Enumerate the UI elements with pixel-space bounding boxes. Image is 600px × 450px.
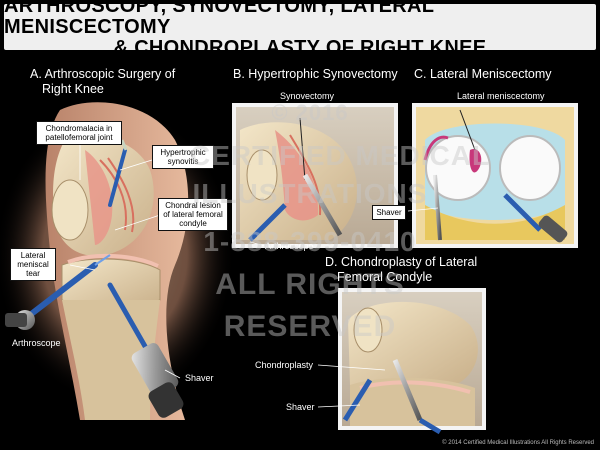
section-a-heading: A. Arthroscopic Surgery of Right Knee	[30, 67, 175, 97]
synovectomy-label: Synovectomy	[280, 91, 335, 101]
panel-d	[338, 288, 486, 435]
watermark-line1: © 2016	[271, 100, 349, 125]
section-d-line1: D. Chondroplasty of Lateral	[325, 255, 478, 269]
probe-a	[108, 139, 128, 207]
leader-lines	[69, 145, 439, 408]
chondroplasty-label: Chondroplasty	[255, 360, 314, 370]
section-d-line2: Femoral Condyle	[337, 270, 433, 284]
title-bar: ARTHROSCOPY, SYNOVECTOMY, LATERAL MENISC…	[4, 0, 596, 58]
arthroscope-a-label: Arthroscope	[12, 338, 61, 348]
title-line-2: & CHONDROPLASTY OF RIGHT KNEE	[113, 36, 487, 59]
arthroscope-b-label: Arthroscope	[265, 241, 314, 251]
chondral-lesion-label: Chondral lesion of lateral femoral condy…	[158, 198, 228, 231]
arthroscope-a	[5, 254, 111, 330]
shaver-a	[107, 282, 184, 418]
section-a-line1: A. Arthroscopic Surgery of	[30, 67, 176, 81]
title-line-1: ARTHROSCOPY, SYNOVECTOMY, LATERAL MENISC…	[4, 0, 434, 38]
watermark-line4: 1-888-399-0410	[203, 226, 417, 257]
watermark-line3: ILLUSTRATIONS	[192, 178, 428, 209]
chondromalacia-label: Chondromalacia in patellofemoral joint	[36, 121, 122, 145]
shaver-c-label: Shaver	[372, 205, 406, 220]
section-a-line2: Right Knee	[42, 82, 104, 96]
synovitis-label: Hypertrophic synovitis	[152, 145, 214, 169]
shaver-a-label: Shaver	[185, 373, 214, 383]
panel-c	[412, 103, 578, 248]
lateral-meniscectomy-label: Lateral meniscectomy	[457, 91, 545, 101]
copyright-notice: © 2014 Certified Medical Illustrations A…	[442, 440, 594, 446]
watermark-line2: CERTIFIED MEDICAL	[190, 140, 491, 171]
section-d-heading: D. Chondroplasty of Lateral Femoral Cond…	[325, 255, 477, 285]
shaver-d-label: Shaver	[286, 402, 315, 412]
watermark-line6: RESERVED	[223, 310, 397, 343]
section-c-heading: C. Lateral Meniscectomy	[414, 67, 552, 81]
watermark-line5: ALL RIGHTS	[215, 268, 405, 301]
section-b-heading: B. Hypertrophic Synovectomy	[233, 67, 398, 81]
panel-b	[232, 103, 398, 248]
meniscal-tear-label: Lateral meniscal tear	[10, 248, 56, 281]
